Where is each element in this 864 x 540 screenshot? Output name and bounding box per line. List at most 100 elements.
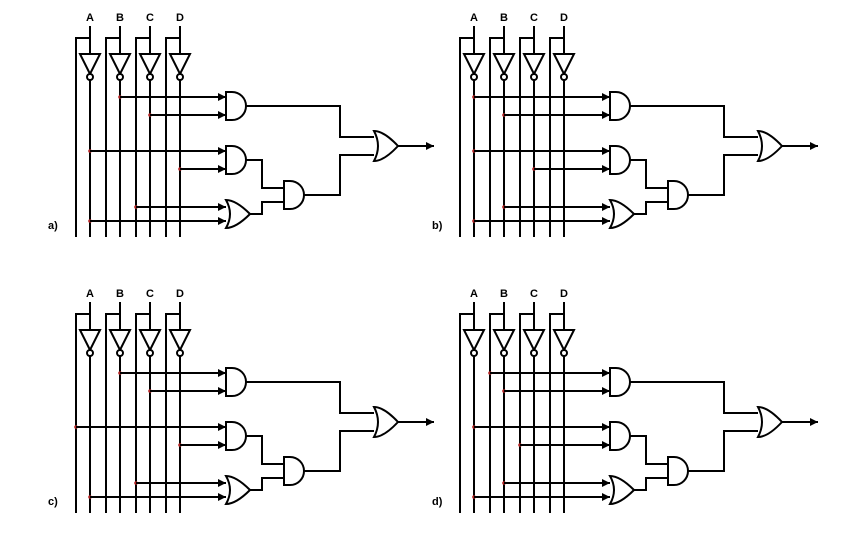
input-label: D [560,12,568,24]
circuit-panel: A B C Db) [432,12,818,237]
not-gate [462,53,486,77]
not-gate [168,329,192,353]
input-label: B [116,12,124,24]
input-label: B [116,288,124,300]
input-line-branch [75,313,90,513]
inversion-bubble [116,349,124,357]
not-gate [168,53,192,77]
not-gate [78,329,102,353]
and-gate [609,421,631,451]
internal-wire [246,105,374,138]
internal-wire [304,154,374,196]
input-label: A [86,288,94,300]
circuit-panel: A B C Dc) [48,288,434,513]
and-gate [283,456,305,486]
not-gate [492,329,516,353]
and-gate [667,180,689,210]
internal-wire [250,201,284,215]
not-gate [492,53,516,77]
input-line-branch [519,37,534,237]
and-gate [225,421,247,451]
not-gate [552,329,576,353]
or-gate [608,198,636,230]
not-gate [138,329,162,353]
panel-label: b) [432,220,443,232]
internal-wire [304,430,374,472]
input-line-branch [105,37,120,237]
not-gate [462,329,486,353]
inversion-bubble [470,349,478,357]
not-gate [552,53,576,77]
inversion-bubble [560,349,568,357]
inversion-bubble [146,349,154,357]
inversion-bubble [176,349,184,357]
inversion-bubble [116,73,124,81]
and-gate [283,180,305,210]
input-line-branch [135,313,150,513]
and-gate [225,145,247,175]
or-gate [608,474,636,506]
not-gate [522,329,546,353]
internal-wire [630,159,668,189]
or-gate [756,129,784,163]
internal-wire [246,381,374,414]
inversion-bubble [530,73,538,81]
inversion-bubble [560,73,568,81]
input-line-branch [459,313,474,513]
input-label: D [176,12,184,24]
internal-wire [630,381,758,414]
input-line-branch [459,37,474,237]
circuit-panel: A B C Da) [48,12,434,237]
panel-label: d) [432,496,443,508]
inversion-bubble [530,349,538,357]
input-label: B [500,288,508,300]
input-label: A [86,12,94,24]
input-line-branch [549,37,564,237]
input-line-branch [135,37,150,237]
input-label: B [500,12,508,24]
inversion-bubble [500,73,508,81]
and-gate [609,367,631,397]
internal-wire [630,435,668,465]
internal-wire [634,201,668,215]
not-gate [138,53,162,77]
internal-wire [634,477,668,491]
not-gate [108,53,132,77]
and-gate [609,145,631,175]
not-gate [522,53,546,77]
input-label: C [530,12,538,24]
internal-wire [246,159,284,189]
input-line-branch [165,37,180,237]
internal-wire [688,154,758,196]
inversion-bubble [146,73,154,81]
input-label: D [176,288,184,300]
and-gate [667,456,689,486]
and-gate [225,367,247,397]
not-gate [78,53,102,77]
and-gate [225,91,247,121]
internal-wire [246,435,284,465]
or-gate [372,405,400,439]
and-gate [609,91,631,121]
or-gate [224,198,252,230]
input-line-branch [489,313,504,513]
panel-label: c) [48,496,58,508]
panel-label: a) [48,220,58,232]
inversion-bubble [86,349,94,357]
or-gate [756,405,784,439]
inversion-bubble [470,73,478,81]
input-label: A [470,12,478,24]
or-gate [224,474,252,506]
input-label: C [146,12,154,24]
internal-wire [630,105,758,138]
input-line-branch [489,37,504,237]
input-label: C [530,288,538,300]
input-line-branch [105,313,120,513]
inversion-bubble [86,73,94,81]
input-line-branch [549,313,564,513]
inversion-bubble [176,73,184,81]
input-label: A [470,288,478,300]
input-label: C [146,288,154,300]
